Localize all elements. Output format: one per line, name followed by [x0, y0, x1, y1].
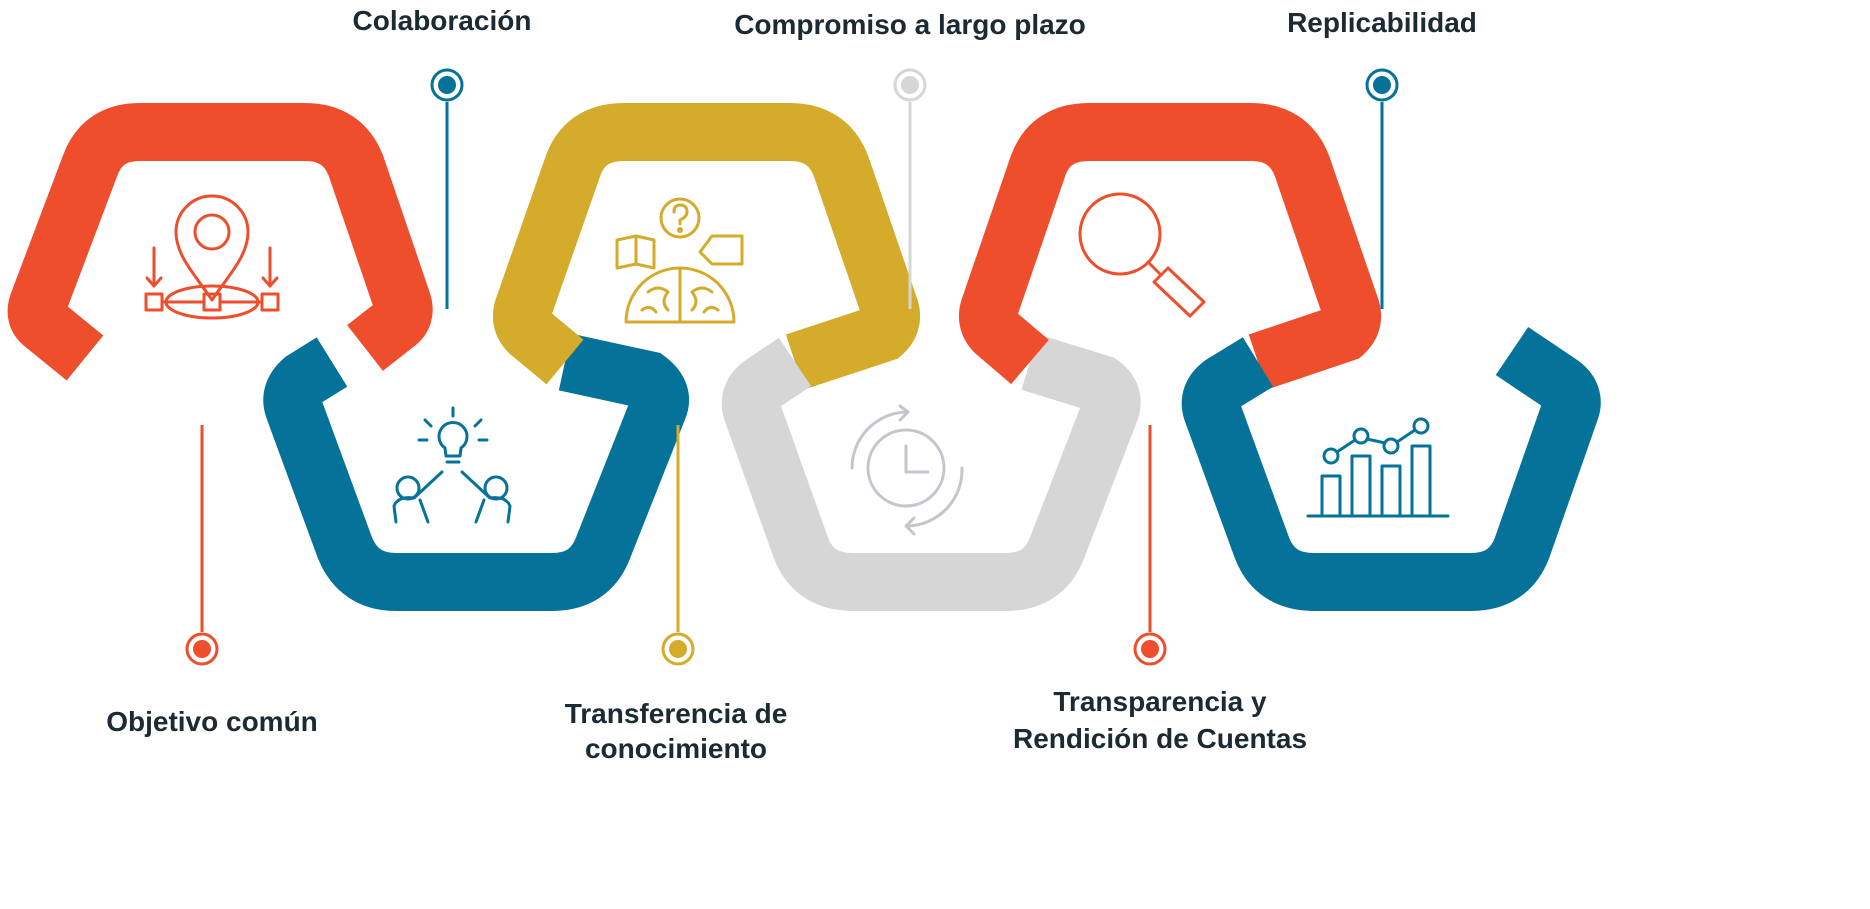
- connectors: [185, 68, 1399, 666]
- team-lightbulb-icon: [392, 406, 512, 524]
- clock-cycle-icon: [850, 404, 964, 536]
- label-colaboracion: Colaboración: [353, 5, 532, 36]
- label-objetivo-comun: Objetivo común: [106, 706, 318, 737]
- label-transferencia-line1: Transferencia de: [565, 698, 788, 729]
- label-transferencia-line2: conocimiento: [585, 733, 767, 764]
- ribbon-segment-transparencia: [958, 103, 1382, 390]
- ribbon-segment-replicabilidad: [1181, 326, 1601, 611]
- ribbon-segment-colaboracion: [263, 333, 689, 611]
- ribbon-segment-objetivo: [7, 103, 433, 381]
- label-transparencia-line2: Rendición de Cuentas: [1013, 723, 1307, 754]
- label-transparencia-line1: Transparencia y: [1053, 686, 1267, 717]
- label-compromiso: Compromiso a largo plazo: [734, 9, 1086, 40]
- ribbon-segment-transferencia: [492, 103, 921, 390]
- labels: Objetivo común Colaboración Transferenci…: [106, 5, 1477, 764]
- growth-chart-icon: [1306, 417, 1450, 518]
- ribbon-segment-compromiso: [721, 334, 1141, 611]
- location-pin-icon: [144, 194, 280, 320]
- label-replicabilidad: Replicabilidad: [1287, 7, 1477, 38]
- brain-knowledge-icon: [615, 197, 744, 324]
- ribbon: [7, 103, 1601, 611]
- magnifier-icon: [1078, 192, 1206, 318]
